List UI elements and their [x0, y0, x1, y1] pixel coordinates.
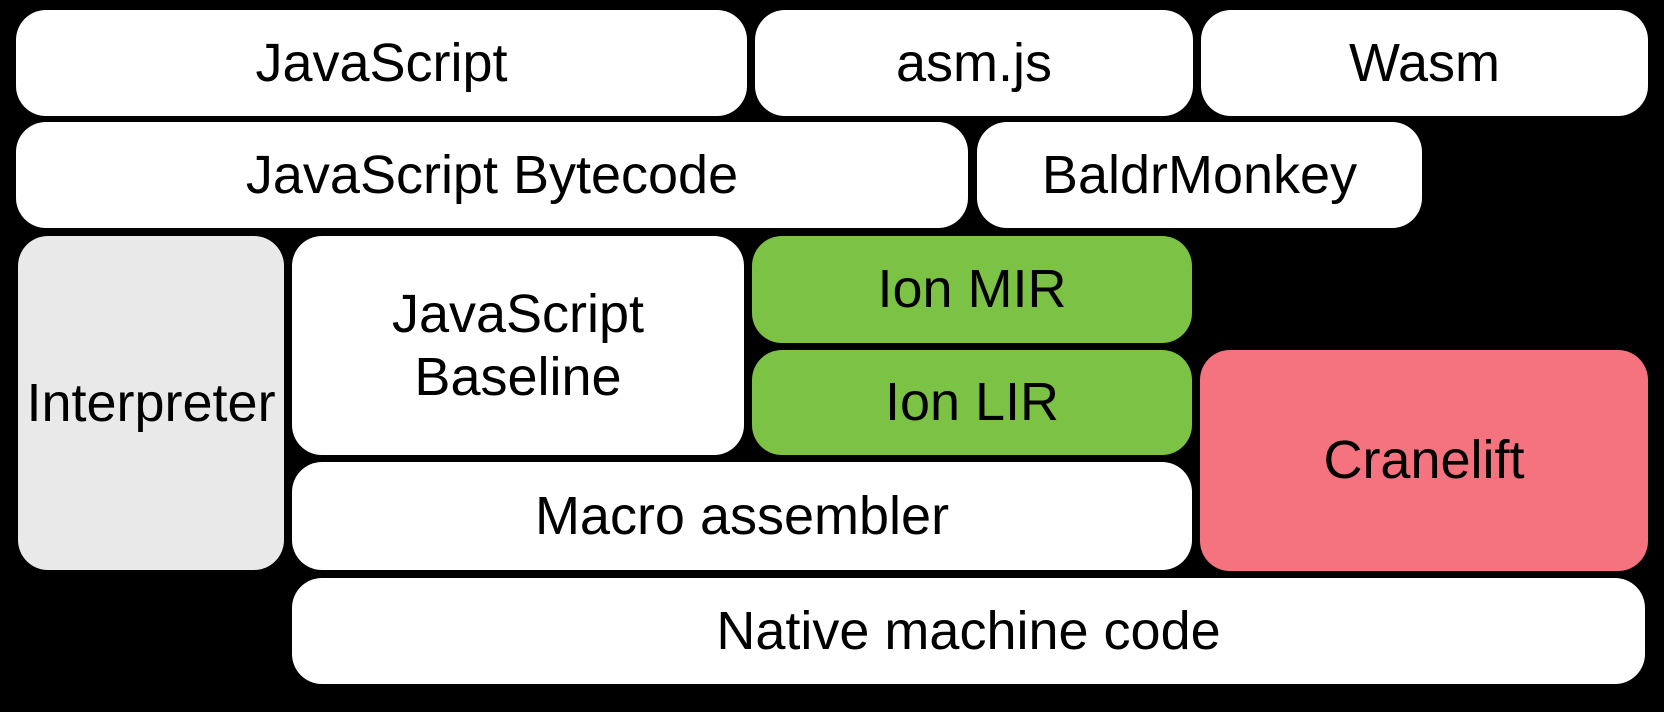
node-cranelift-label: Cranelift: [1323, 430, 1525, 491]
node-ion-mir: Ion MIR: [752, 236, 1192, 343]
node-asmjs: asm.js: [755, 10, 1193, 116]
node-macro-assembler-label: Macro assembler: [534, 485, 950, 546]
node-ion-lir: Ion LIR: [752, 350, 1192, 455]
node-interpreter: Interpreter: [18, 236, 284, 570]
node-macro-assembler: Macro assembler: [292, 462, 1192, 570]
node-ion-mir-label: Ion MIR: [877, 259, 1067, 320]
node-javascript-baseline: JavaScript Baseline: [292, 236, 744, 455]
node-native-machine-code-label: Native machine code: [716, 600, 1221, 661]
node-javascript-bytecode-label: JavaScript Bytecode: [245, 144, 739, 205]
node-baldrmonkey: BaldrMonkey: [977, 122, 1422, 228]
node-javascript-bytecode: JavaScript Bytecode: [16, 122, 968, 228]
node-native-machine-code: Native machine code: [292, 578, 1645, 684]
node-asmjs-label: asm.js: [895, 32, 1052, 93]
node-interpreter-label: Interpreter: [26, 372, 276, 433]
node-javascript-label: JavaScript: [255, 32, 508, 93]
node-ion-lir-label: Ion LIR: [884, 372, 1060, 433]
node-wasm: Wasm: [1201, 10, 1648, 116]
node-baldrmonkey-label: BaldrMonkey: [1041, 144, 1358, 205]
node-javascript-baseline-label: JavaScript Baseline: [391, 283, 645, 407]
node-cranelift: Cranelift: [1200, 350, 1648, 571]
node-wasm-label: Wasm: [1349, 32, 1500, 93]
node-javascript: JavaScript: [16, 10, 747, 116]
